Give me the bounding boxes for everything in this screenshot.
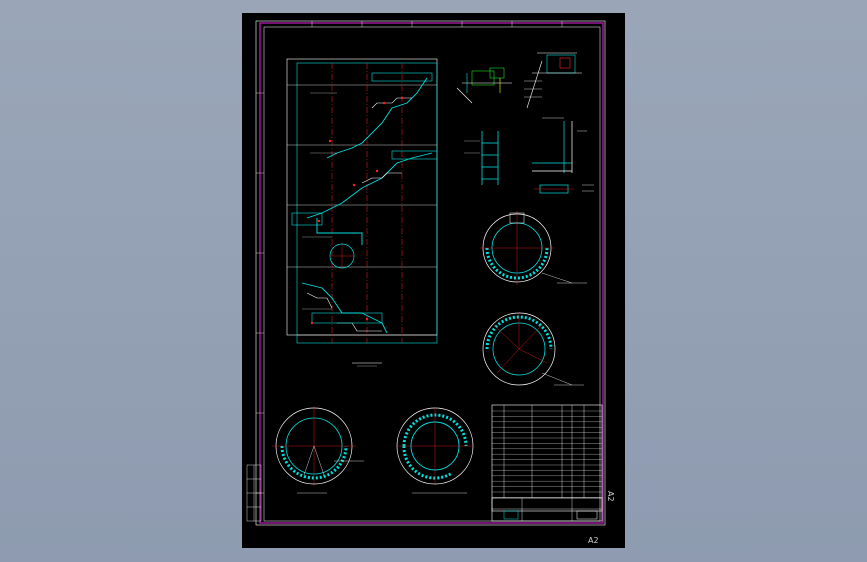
plan-1 (480, 211, 587, 285)
drawing-sheet: A2 A2 (242, 13, 625, 548)
outer-frame (255, 20, 606, 526)
main-elevation (286, 58, 438, 367)
inner-frame (263, 26, 601, 522)
zone-ticks-top (311, 21, 563, 27)
sheet-size-label-side: A2 (606, 491, 615, 502)
cad-drawing (246, 20, 606, 526)
detail-c (464, 131, 499, 185)
plan-2 (482, 312, 584, 386)
revision-table (246, 464, 262, 522)
title-block (491, 404, 603, 522)
plan-3 (272, 406, 364, 494)
magenta-border (259, 22, 604, 524)
detail-b (524, 52, 582, 109)
detail-e (534, 184, 594, 194)
plan-4 (396, 407, 474, 494)
sheet-size-label-bottom: A2 (588, 536, 599, 545)
detail-d (532, 117, 587, 173)
detail-a (456, 67, 512, 104)
